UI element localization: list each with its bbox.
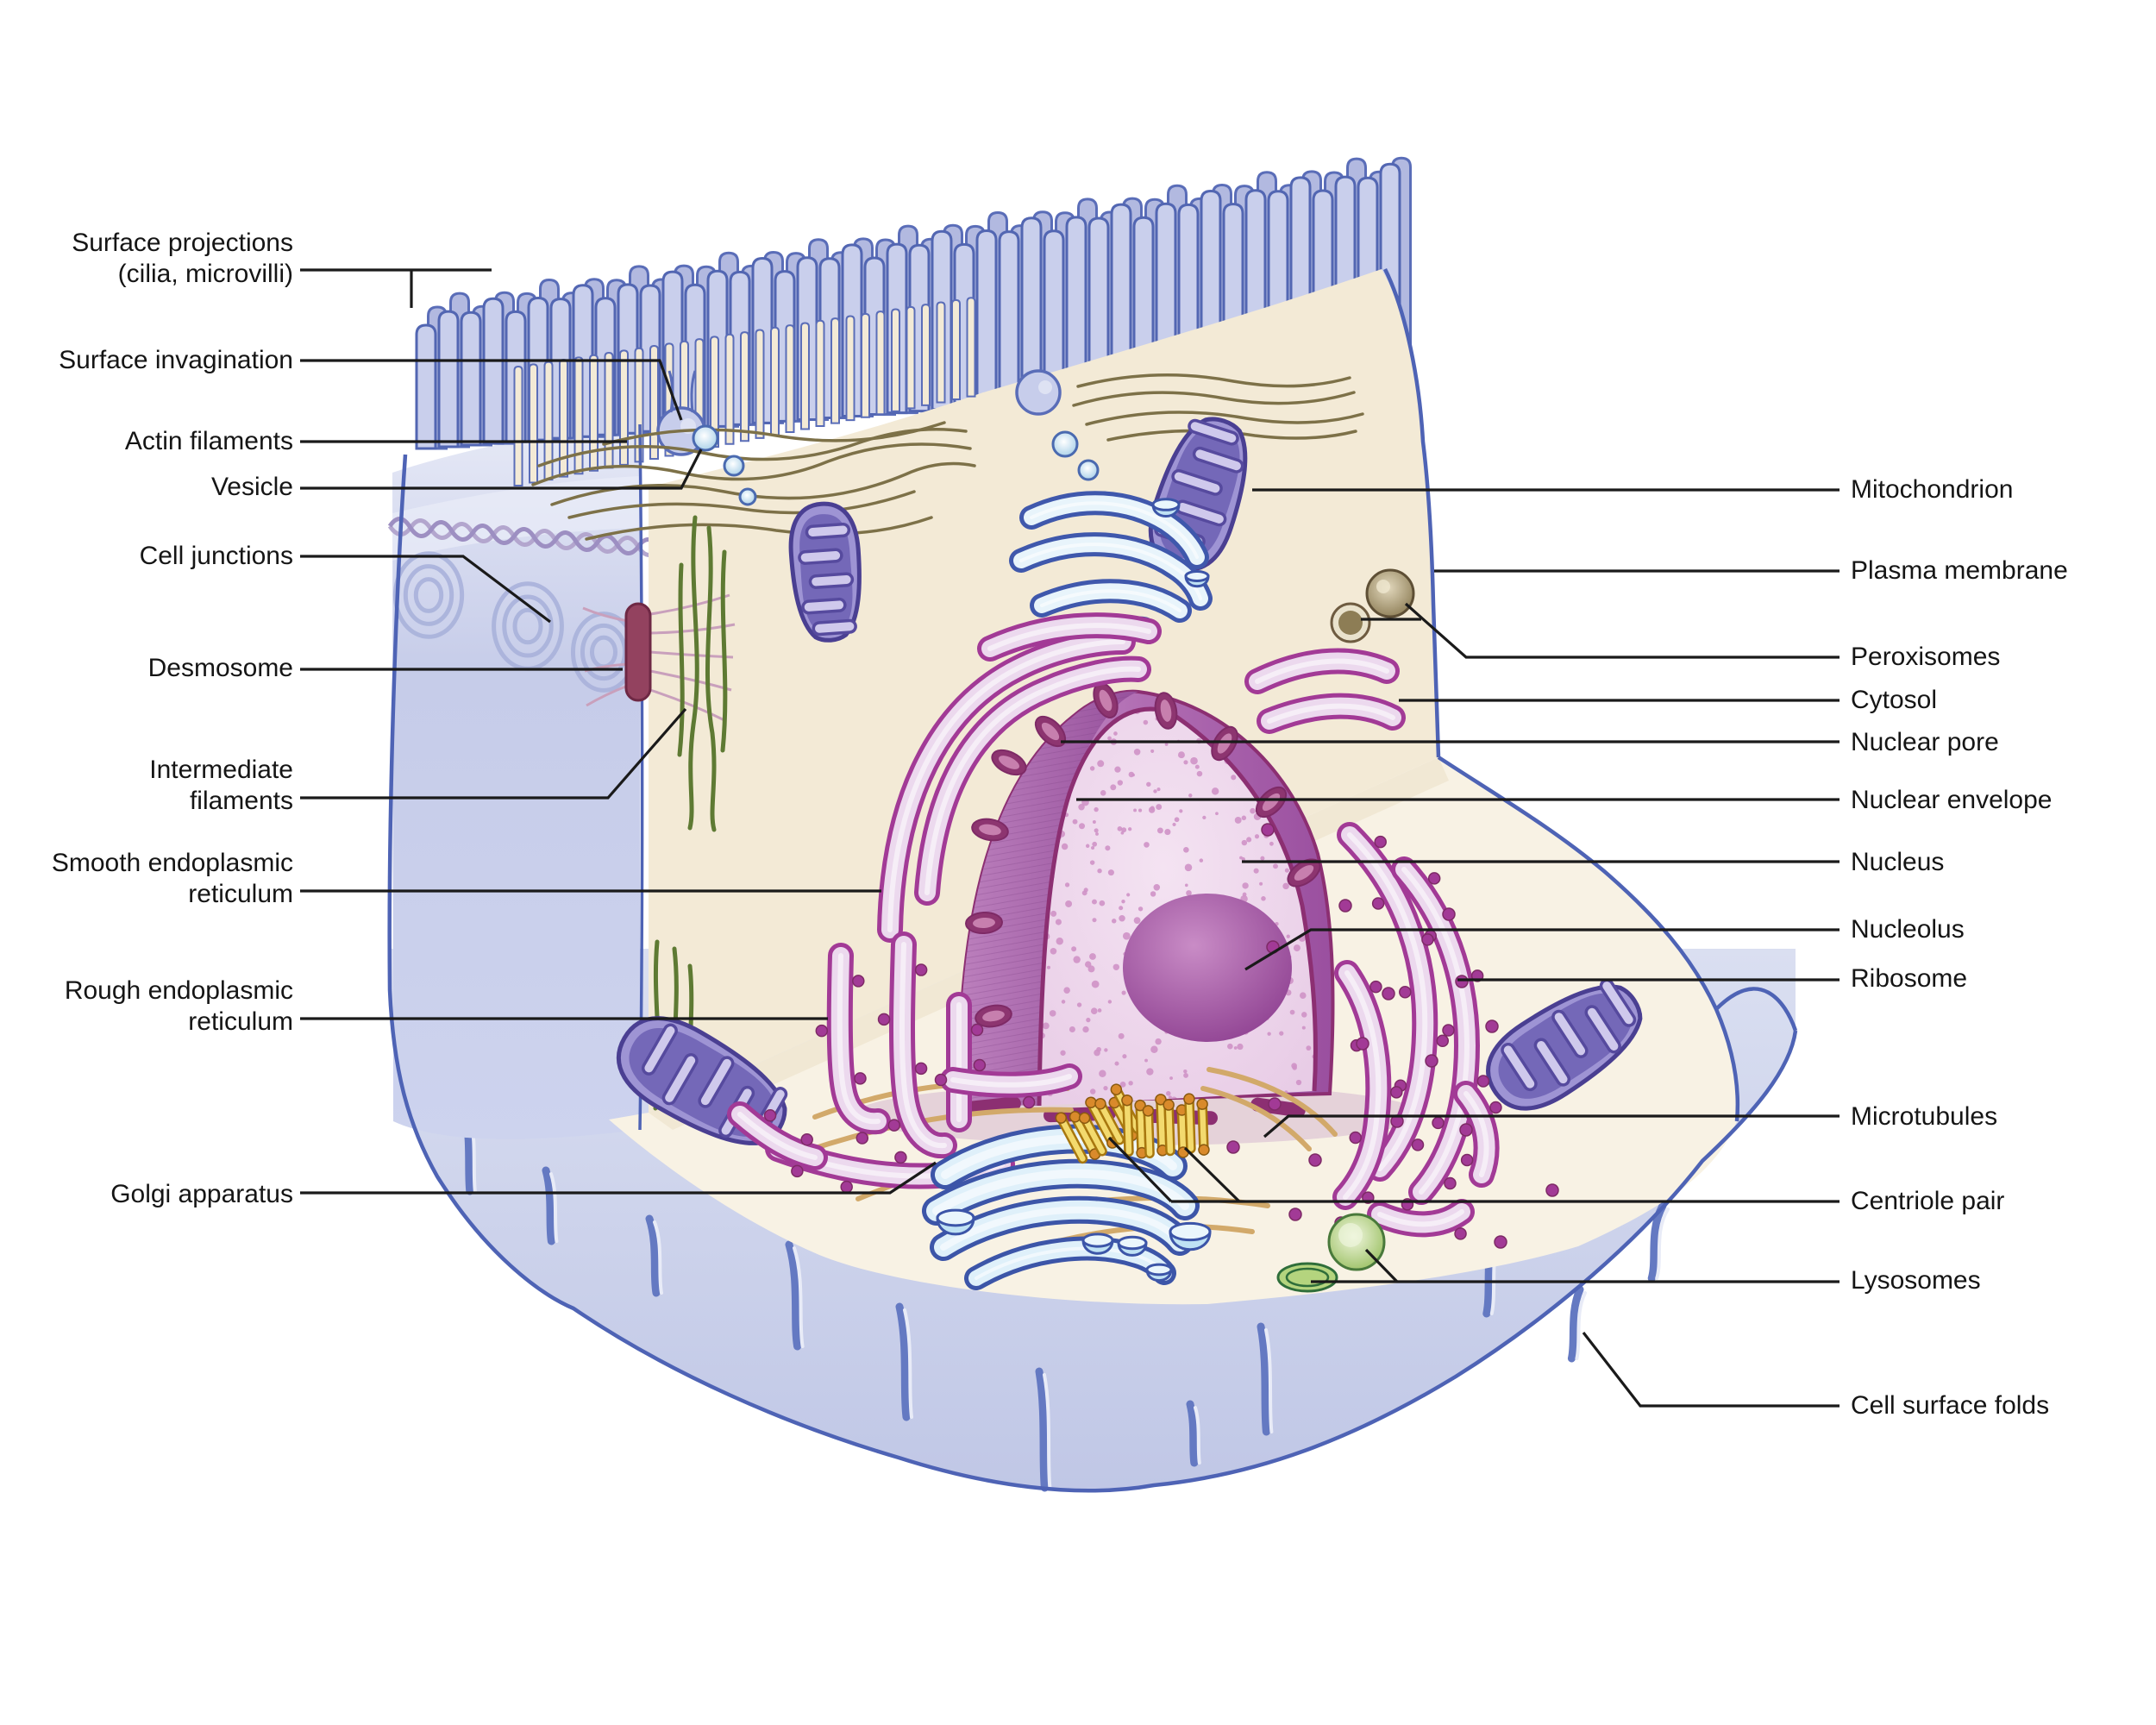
leader-lines xyxy=(300,268,1839,1408)
label-cell-surface-folds: Cell surface folds xyxy=(1851,1391,2050,1420)
cell-left-wall xyxy=(392,424,640,1139)
label-vesicle: Vesicle xyxy=(210,473,293,501)
mitochondria xyxy=(617,417,1643,1145)
leader-line xyxy=(300,707,687,800)
label-cell-junctions: Cell junctions xyxy=(139,542,293,570)
label-nucleus: Nucleus xyxy=(1851,848,1945,876)
label-microtubules: Microtubules xyxy=(1851,1102,1998,1131)
label-nucleolus: Nucleolus xyxy=(1851,915,1965,944)
leader-line xyxy=(1183,1146,1241,1203)
label-peroxisomes: Peroxisomes xyxy=(1851,643,2001,671)
leader-line xyxy=(300,1161,937,1195)
label-lysosomes: Lysosomes xyxy=(1851,1266,1981,1295)
leader-line xyxy=(300,555,551,624)
label-plasma-membrane: Plasma membrane xyxy=(1851,556,2068,585)
leader-line xyxy=(300,359,683,421)
smooth-endoplasmic-reticulum-tubules xyxy=(1009,491,1213,636)
label-golgi-apparatus: Golgi apparatus xyxy=(110,1180,293,1208)
leader-line xyxy=(1404,602,1839,659)
centriole-pair xyxy=(1055,1083,1210,1164)
cut-microvilli xyxy=(513,297,976,486)
mitochondrion xyxy=(1486,978,1643,1111)
label-ribosome: Ribosome xyxy=(1851,964,1968,993)
nuclear-pores xyxy=(965,682,1321,1028)
smooth-endoplasmic-reticulum xyxy=(877,612,1406,943)
label-centriole-pair: Centriole pair xyxy=(1851,1187,2005,1215)
desmosome xyxy=(582,593,736,723)
label-rough-er: Rough endoplasmic reticulum xyxy=(64,976,293,1036)
rough-endoplasmic-reticulum xyxy=(727,822,1502,1240)
label-surface-invagination: Surface invagination xyxy=(59,346,293,374)
leader-line xyxy=(1107,1136,1173,1203)
mitochondrion xyxy=(788,501,862,643)
label-mitochondrion: Mitochondrion xyxy=(1851,475,2014,504)
vesicles xyxy=(692,424,1113,510)
nucleolus xyxy=(1123,894,1292,1042)
label-cytosol: Cytosol xyxy=(1851,686,1938,714)
leader-line xyxy=(1244,928,1839,971)
label-intermediate-filaments: Intermediate filaments xyxy=(149,756,293,815)
label-desmosome: Desmosome xyxy=(147,654,293,682)
leader-line xyxy=(1582,1332,1839,1408)
label-nuclear-pore: Nuclear pore xyxy=(1851,728,1999,756)
label-actin-filaments: Actin filaments xyxy=(124,427,293,455)
label-smooth-er: Smooth endoplasmic reticulum xyxy=(51,849,293,908)
leader-line xyxy=(1364,1248,1399,1283)
label-surface-projections: Surface projections (cilia, microvilli) xyxy=(72,229,293,288)
nucleus xyxy=(854,682,1423,1145)
leader-line xyxy=(300,448,703,490)
leader-line xyxy=(1263,1114,1839,1138)
peroxisomes xyxy=(1330,568,1415,643)
ribosomes xyxy=(1226,823,1559,1249)
label-nuclear-envelope: Nuclear envelope xyxy=(1851,786,2053,814)
